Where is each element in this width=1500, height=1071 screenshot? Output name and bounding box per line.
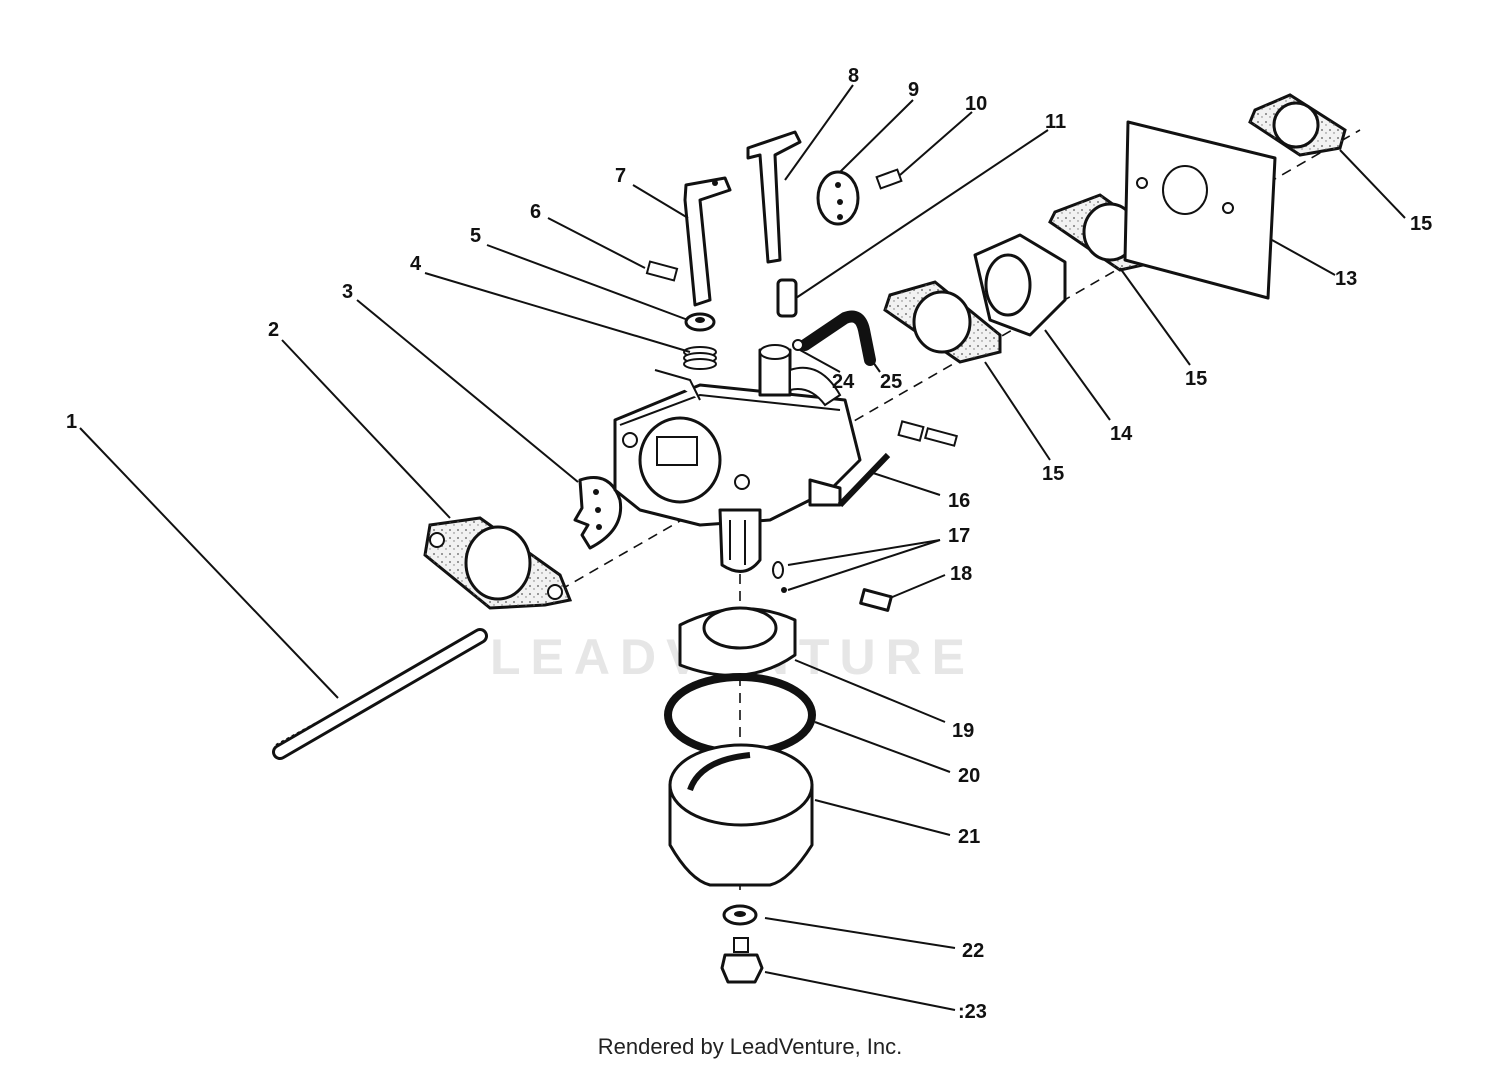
part-gasket-2 <box>423 516 573 610</box>
part-bowl-nut <box>720 937 764 984</box>
part-idle-screw <box>897 420 959 447</box>
callout-6: 6 <box>530 201 541 223</box>
callout-19: 19 <box>952 720 974 742</box>
callout-1: 1 <box>66 411 77 433</box>
callout-14: 14 <box>1110 423 1133 445</box>
part-gasket-15a <box>883 280 1002 364</box>
part-o-ring-17 <box>772 561 787 593</box>
callout-3: 3 <box>342 281 353 303</box>
callout-16: 16 <box>948 490 970 512</box>
callout-24: 24 <box>832 371 855 393</box>
part-needle <box>776 278 798 318</box>
callout-17: 17 <box>948 525 970 547</box>
part-vent-tube <box>792 310 876 366</box>
part-float <box>678 606 797 677</box>
credit-text: Rendered by LeadVenture, Inc. <box>597 1034 903 1059</box>
callout-5: 5 <box>470 225 481 247</box>
callout-2: 2 <box>268 319 279 341</box>
part-spring <box>683 346 717 370</box>
part-choke-plate <box>816 170 860 226</box>
part-stud <box>272 628 488 760</box>
callout-20: 20 <box>958 765 980 787</box>
part-washer <box>722 904 758 926</box>
leader-lines <box>79 84 1406 1011</box>
part-throttle-plate <box>573 476 623 550</box>
part-throttle-shaft <box>683 176 732 307</box>
callout-7: 7 <box>615 165 626 187</box>
callout-22: 22 <box>962 940 984 962</box>
part-choke-shaft <box>746 130 802 264</box>
callout-10: 10 <box>965 93 987 115</box>
part-float-bowl <box>668 743 814 887</box>
part-screw-6 <box>645 260 679 282</box>
callout-4: 4 <box>410 253 422 275</box>
part-pin <box>837 452 891 508</box>
callout-21: 21 <box>958 826 980 848</box>
callout-15c: 15 <box>1042 463 1064 485</box>
part-screw-18 <box>859 588 893 612</box>
callout-15a: 15 <box>1410 213 1432 235</box>
callout-18: 18 <box>950 563 972 585</box>
callout-13: 13 <box>1335 268 1357 290</box>
part-carburetor-body <box>613 344 862 573</box>
callout-11: 11 <box>1045 111 1066 133</box>
callout-25: 25 <box>880 371 902 393</box>
callout-15b: 15 <box>1185 368 1207 390</box>
callout-9: 9 <box>908 79 919 101</box>
part-heat-shield-plate <box>1123 120 1277 300</box>
part-spacer <box>973 233 1067 337</box>
callout-8: 8 <box>848 65 859 87</box>
callout-23: :23 <box>958 1001 987 1023</box>
part-screw-10 <box>875 168 903 190</box>
part-gasket-15c <box>1248 93 1347 157</box>
part-bushing <box>684 312 716 332</box>
